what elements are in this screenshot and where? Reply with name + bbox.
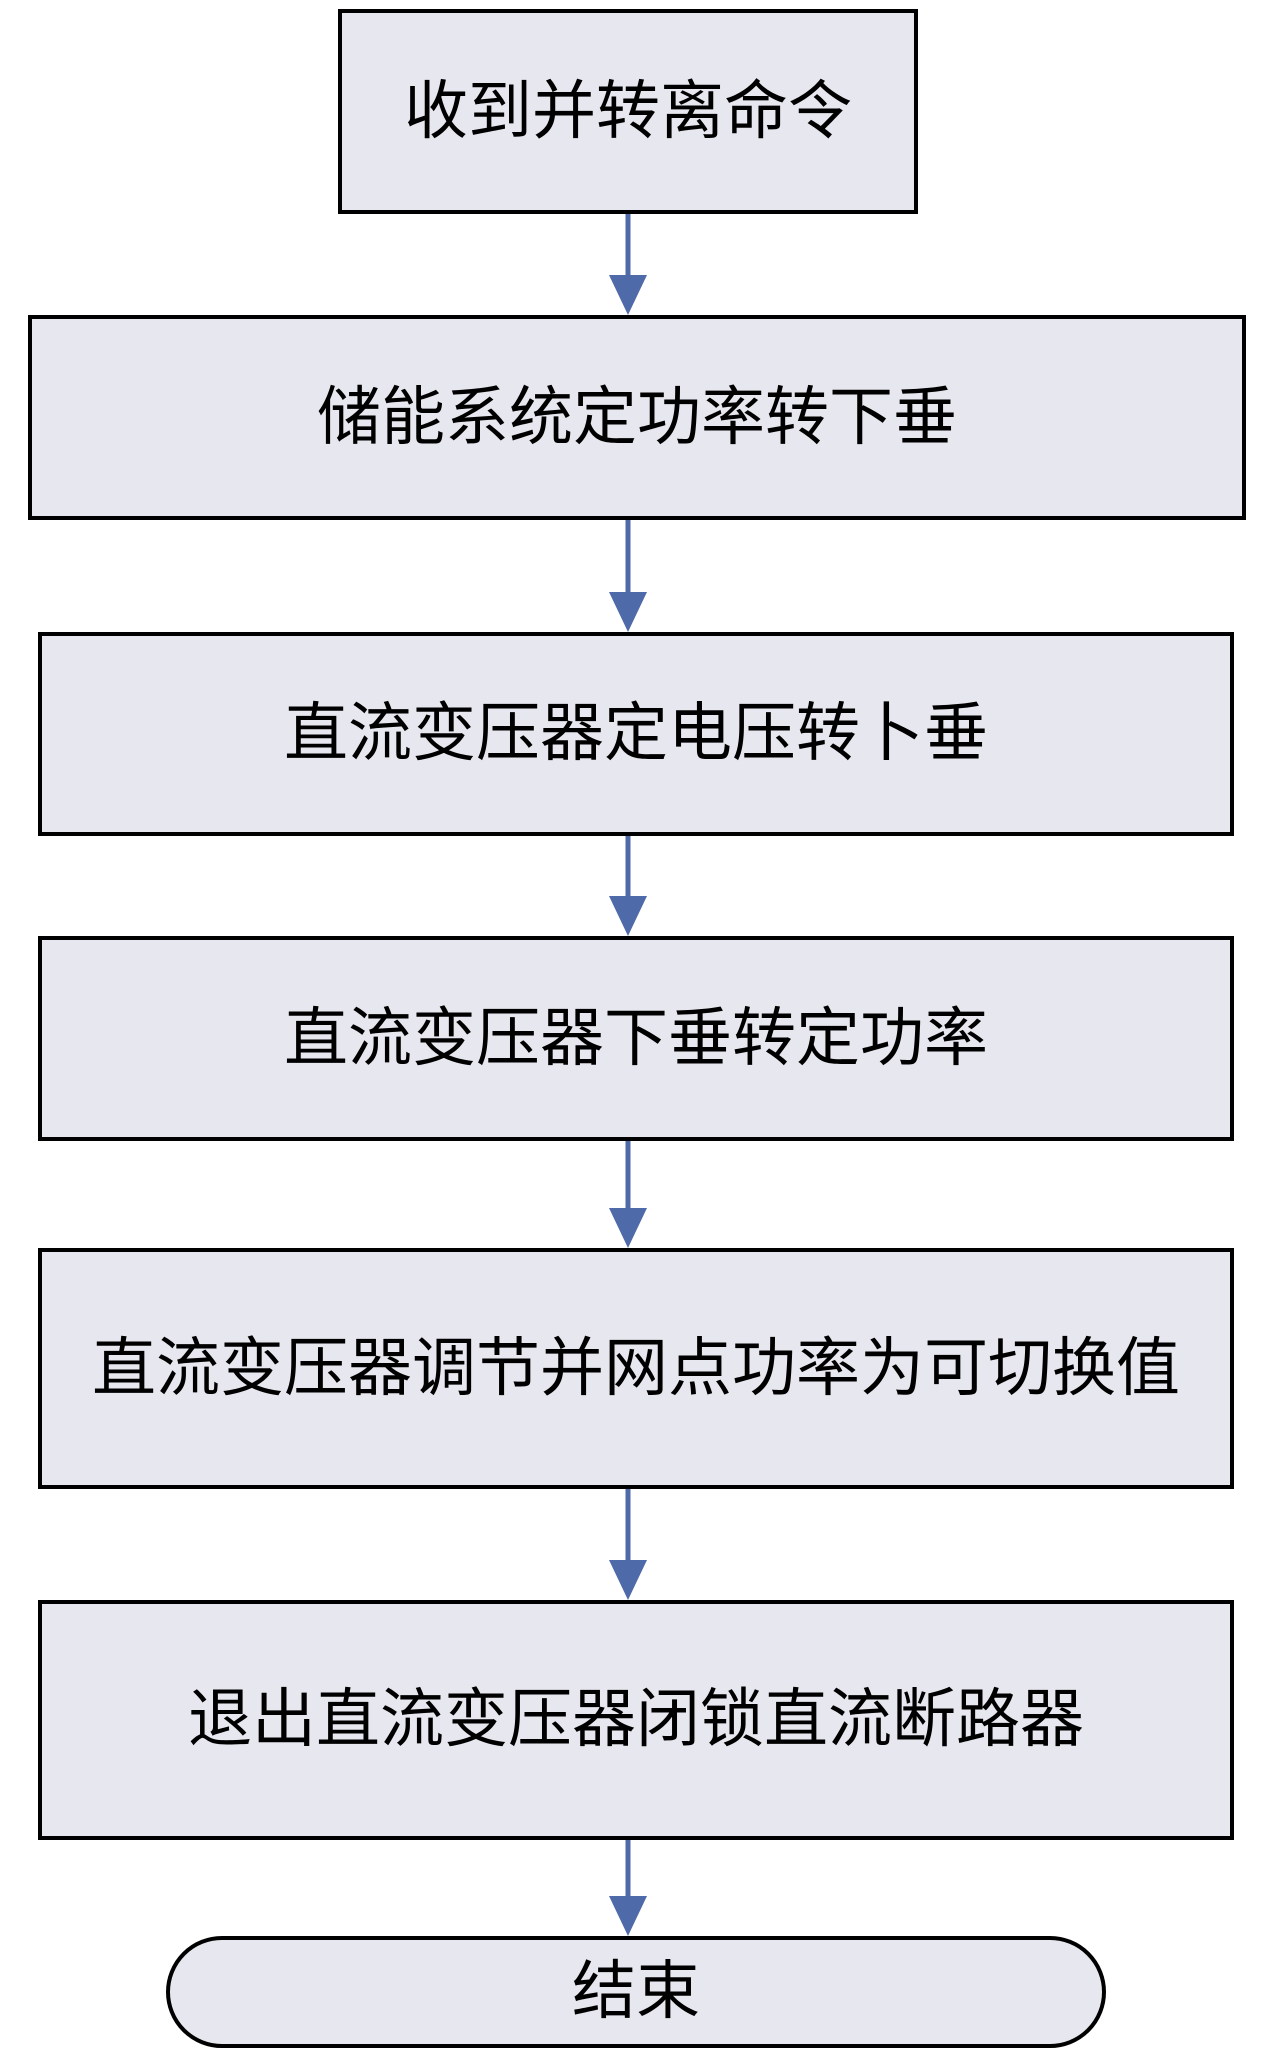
step-receive-command-box: 收到并转离命令 xyxy=(338,9,918,214)
flow-arrow xyxy=(609,214,647,315)
step-storage-mode-switch-box: 储能系统定功率转下垂 xyxy=(28,315,1246,520)
step-label: 直流变压器定电压转卜垂 xyxy=(284,697,988,771)
flow-arrow xyxy=(609,1840,647,1936)
flow-arrow xyxy=(609,1141,647,1248)
end-label: 结束 xyxy=(572,1955,700,2029)
arrow-head xyxy=(609,1560,647,1600)
step-label: 直流变压器调节并网点功率为可切换值 xyxy=(92,1331,1180,1406)
end-terminal: 结束 xyxy=(166,1936,1106,2048)
arrow-head xyxy=(609,1208,647,1248)
step-label: 直流变压器下垂转定功率 xyxy=(284,1001,988,1076)
step-exit-and-lock-box: 退出直流变压器闭锁直流断路器 xyxy=(38,1600,1234,1840)
arrow-head xyxy=(609,275,647,315)
step-transformer-droop-switch-box: 直流变压器下垂转定功率 xyxy=(38,936,1234,1141)
step-label: 退出直流变压器闭锁直流断路器 xyxy=(188,1683,1084,1757)
arrow-head xyxy=(609,896,647,936)
arrow-head xyxy=(609,1896,647,1936)
step-label: 收到并转离命令 xyxy=(404,74,852,149)
flow-arrow xyxy=(609,1489,647,1600)
step-adjust-grid-power-box: 直流变压器调节并网点功率为可切换值 xyxy=(38,1248,1234,1489)
flow-arrow xyxy=(609,836,647,936)
step-label: 储能系统定功率转下垂 xyxy=(317,380,957,455)
step-transformer-voltage-switch-box: 直流变压器定电压转卜垂 xyxy=(38,632,1234,836)
flow-arrow xyxy=(609,520,647,632)
arrow-head xyxy=(609,592,647,632)
